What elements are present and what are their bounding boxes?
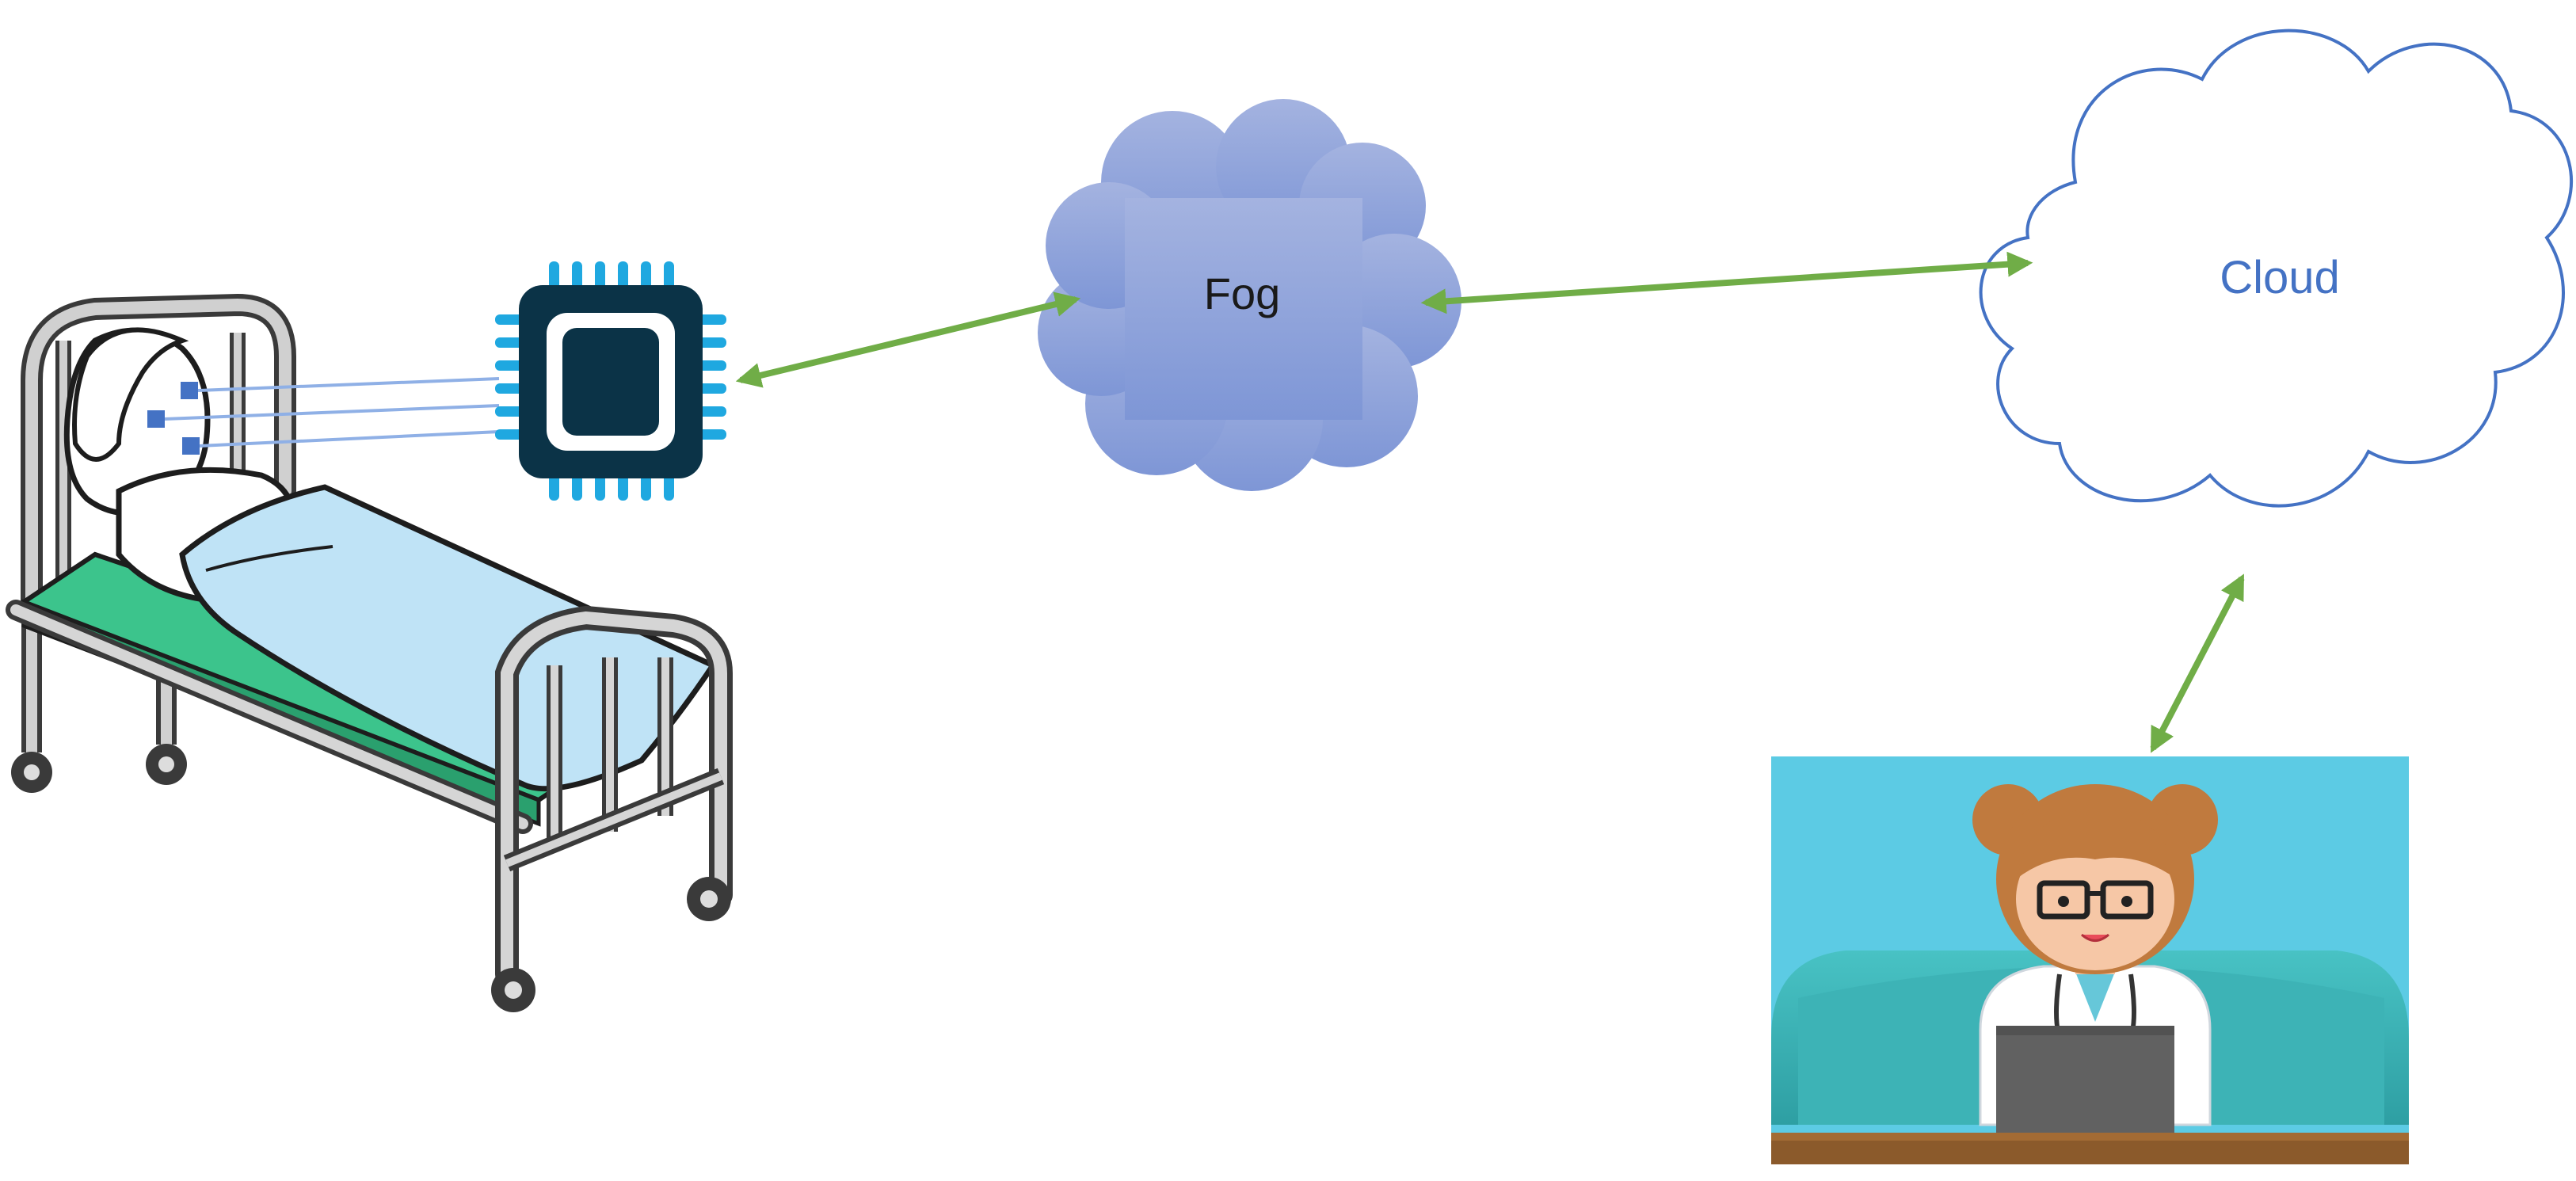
patient-bed-icon	[6, 293, 733, 1012]
arrow-chip-fog	[735, 291, 1081, 388]
connection-arrows	[735, 251, 2245, 753]
sensor-patches	[147, 382, 200, 455]
cloud-label: Cloud	[2220, 252, 2340, 303]
sensor-wires	[164, 377, 500, 448]
sensor-chip-icon	[495, 261, 726, 501]
arrow-fog-cloud	[1420, 251, 2033, 314]
cloud-icon: Cloud	[1979, 29, 2573, 508]
arrow-cloud-doctor	[2150, 573, 2245, 753]
doctor-icon	[1771, 756, 2409, 1164]
fog-label: Fog	[1204, 269, 1281, 318]
fog-cloud-icon: Fog	[1038, 99, 1461, 491]
